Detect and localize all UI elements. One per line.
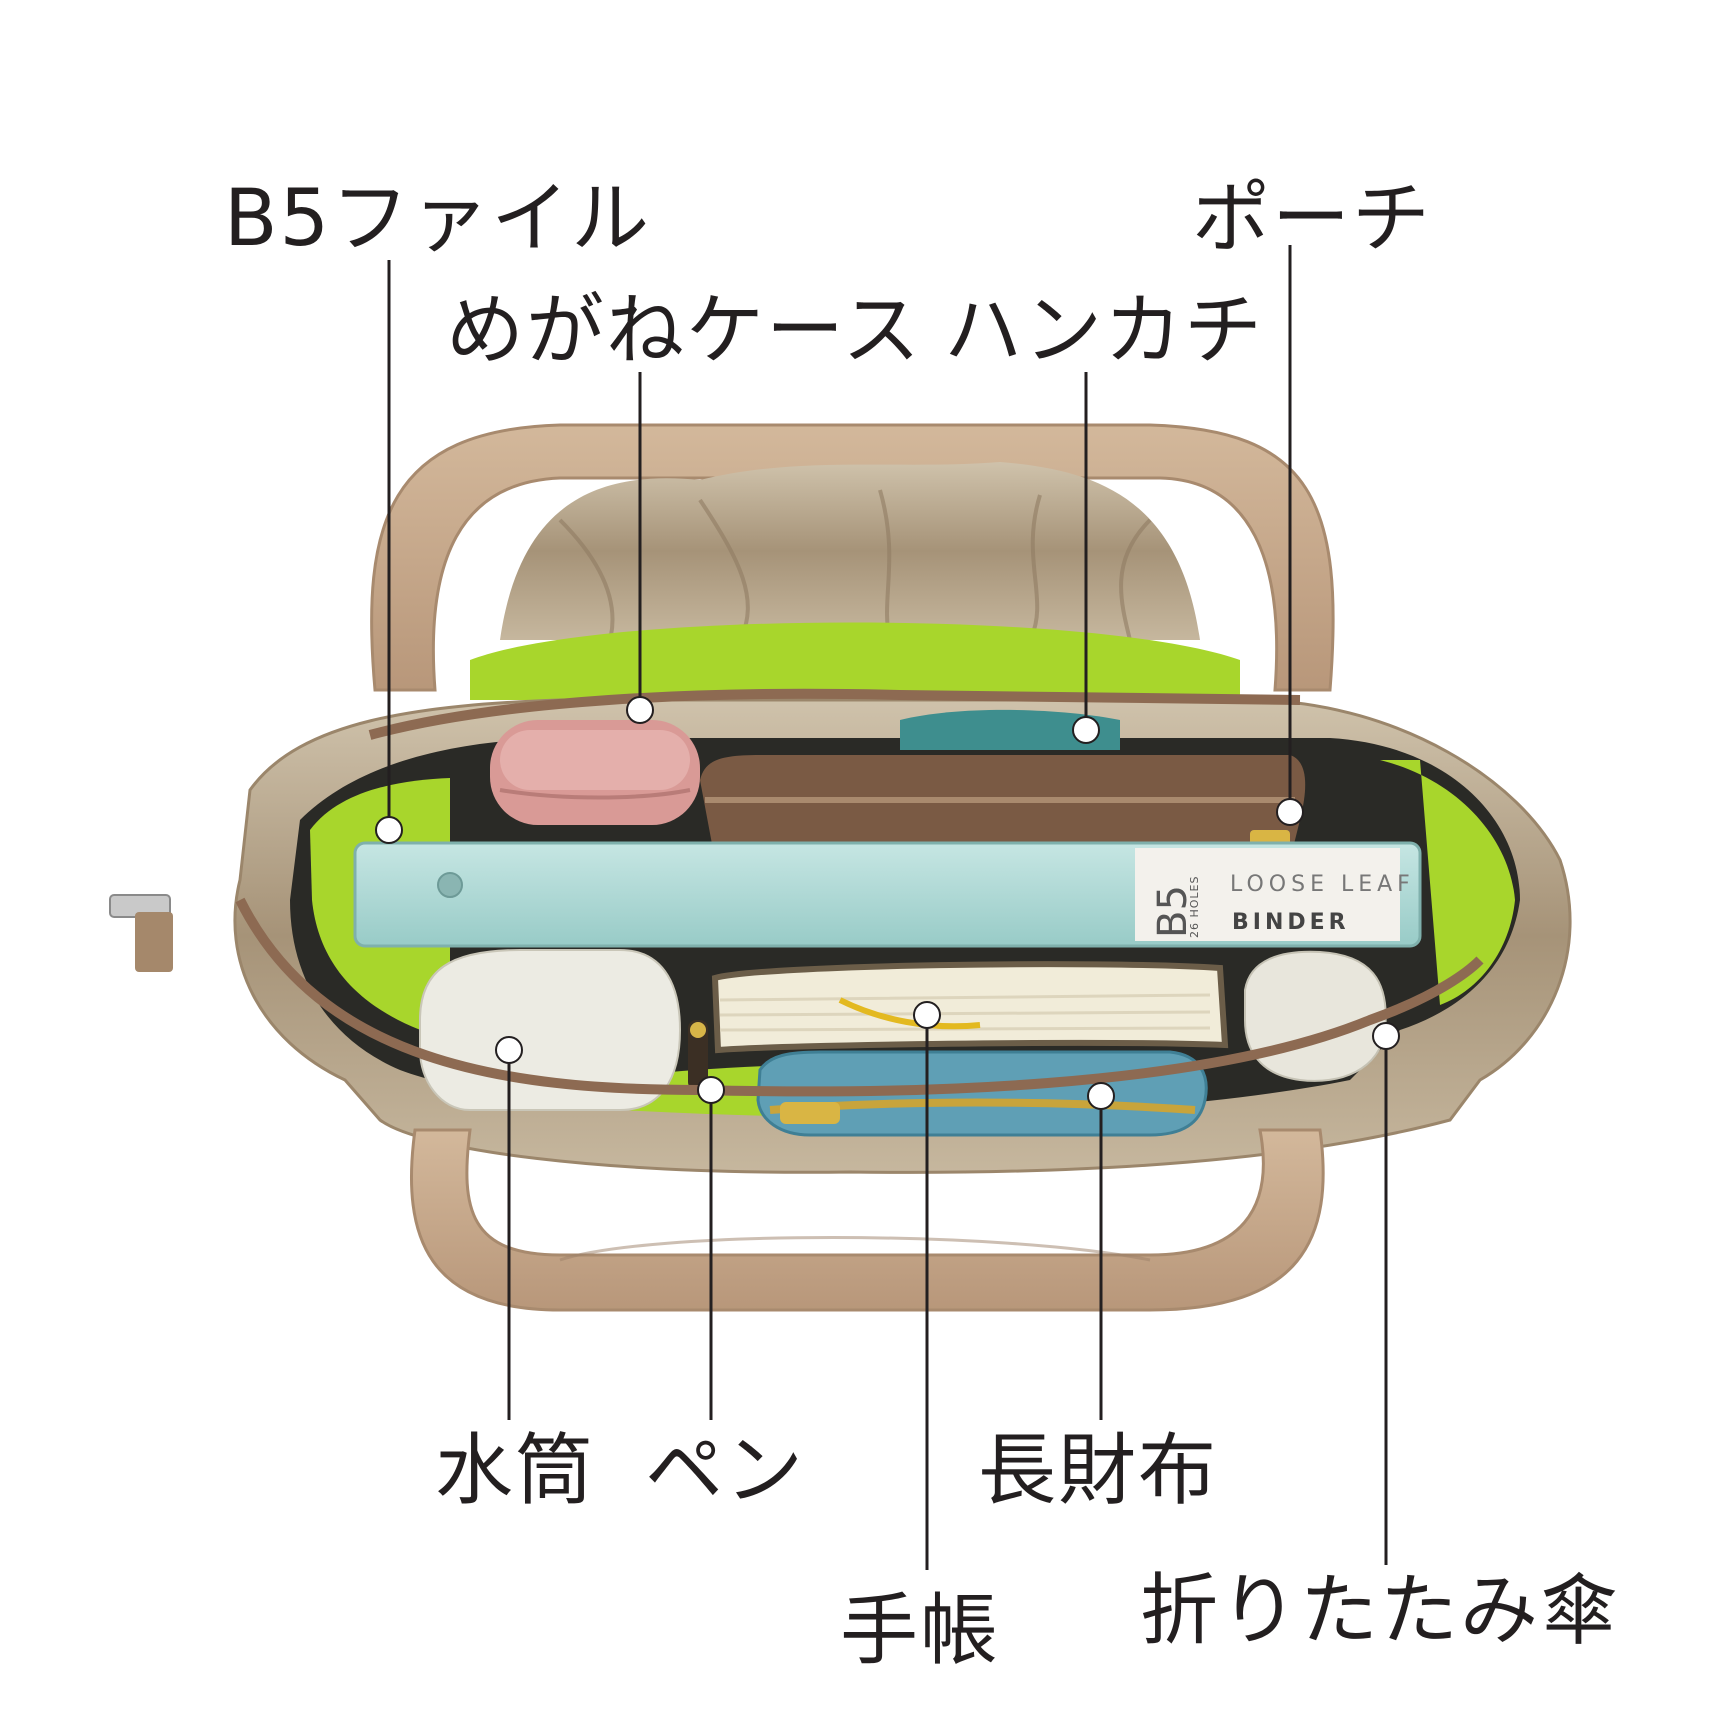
satin-gather	[500, 462, 1200, 640]
label-handkerchief: ハンカチ	[944, 286, 1265, 376]
label-pen: ペン	[645, 1426, 806, 1516]
label-folding-umbrella: 折りたたみ傘	[1140, 1566, 1621, 1656]
front-pocket-zipper	[368, 688, 1301, 740]
binder-ring	[437, 872, 463, 898]
label-long-wallet: 長財布	[978, 1426, 1219, 1516]
label-pouch: ポーチ	[1192, 174, 1433, 264]
leader-dots	[375, 696, 1400, 1110]
binder-spine-label	[1135, 848, 1400, 941]
label-b5-file: B5ファイル	[224, 174, 652, 264]
label-glasses-case: めがねケース	[446, 286, 923, 376]
pen	[688, 1020, 708, 1090]
folding-umbrella	[1244, 950, 1387, 1082]
pouch	[700, 755, 1306, 860]
label-planner: 手帳	[840, 1586, 1001, 1676]
handkerchief	[900, 709, 1120, 750]
green-lining-top	[470, 622, 1240, 700]
planner	[711, 961, 1229, 1054]
binder-holes-text: 26 HOLES	[1188, 875, 1201, 938]
binder-line1-text: LOOSE LEAF	[1230, 872, 1415, 897]
label-water-bottle: 水筒	[435, 1426, 596, 1516]
long-wallet	[756, 1050, 1208, 1137]
binder-line2-text: BINDER	[1232, 910, 1350, 935]
leader-lines	[387, 245, 1388, 1570]
